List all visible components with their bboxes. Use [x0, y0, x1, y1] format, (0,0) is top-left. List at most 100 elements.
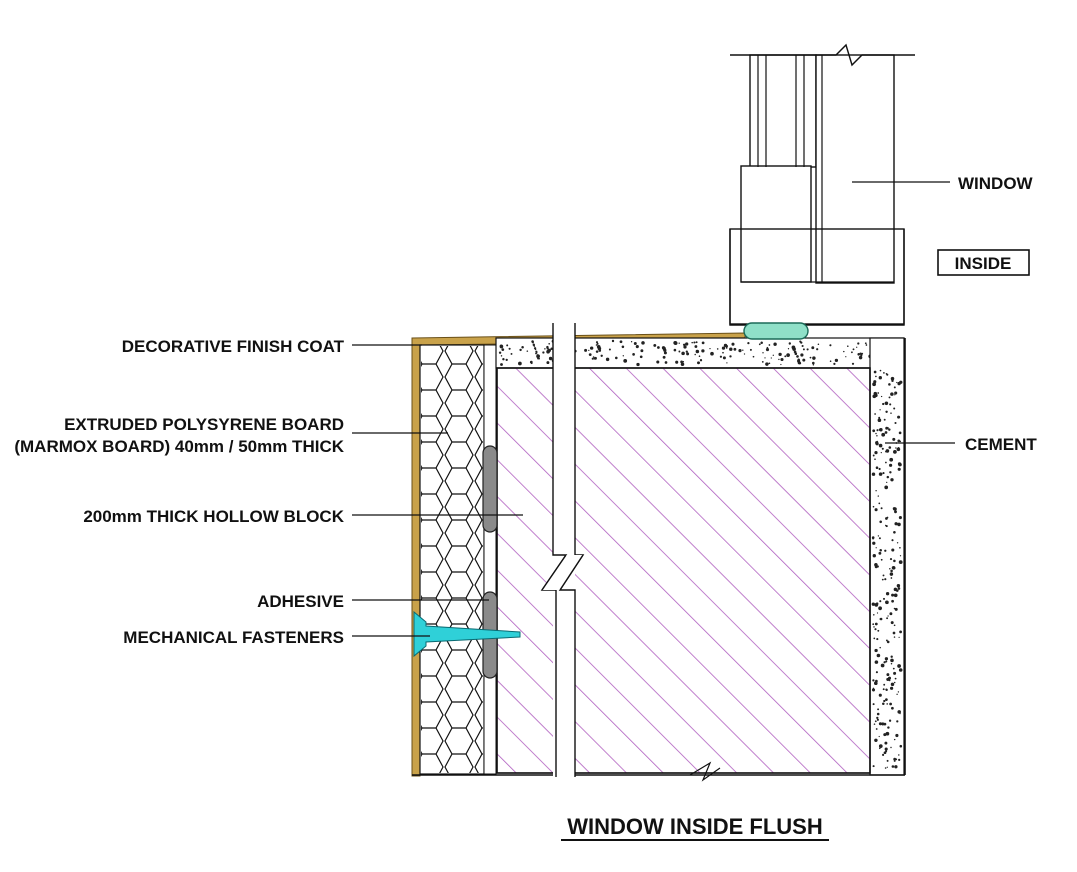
cement-speck: [799, 340, 802, 343]
inside-box: [937, 249, 1030, 276]
cement-speck: [534, 348, 537, 351]
cement-speck: [752, 355, 755, 358]
cement-speck: [886, 516, 889, 519]
cement-speck: [897, 446, 900, 449]
cement-speck: [886, 617, 889, 620]
cement-speck: [891, 548, 895, 552]
cement-speck: [894, 394, 896, 396]
cement-speck: [681, 351, 685, 356]
cement-speck: [678, 342, 680, 344]
cement-speck: [697, 361, 700, 365]
cement-speck: [547, 348, 551, 353]
cement-speck: [872, 394, 877, 399]
cement-speck: [878, 551, 882, 555]
cement-speck: [536, 352, 538, 354]
cement-speck: [872, 623, 875, 626]
cement-speck: [892, 437, 896, 441]
cement-speck: [884, 741, 888, 745]
cement-speck: [710, 351, 714, 356]
cement-speck: [548, 342, 551, 345]
cement-speck: [594, 356, 597, 360]
cement-speck: [893, 407, 896, 410]
cement-speck: [885, 600, 889, 605]
cement-speck: [633, 342, 637, 345]
cement-speck: [896, 693, 898, 696]
cement-speck: [760, 341, 763, 345]
cement-speck: [597, 346, 602, 351]
cement-speck: [891, 706, 894, 710]
cement-speck: [886, 475, 890, 479]
cement-speck: [880, 451, 882, 454]
cement-speck: [875, 432, 877, 435]
cement-speck: [896, 381, 898, 384]
cement-speck: [896, 584, 901, 588]
cement-speck: [878, 472, 883, 476]
cement-speck: [546, 361, 550, 365]
cement-speck: [764, 357, 766, 359]
cement-speck: [858, 355, 863, 360]
cement-speck: [891, 765, 895, 768]
cement-speck: [738, 349, 742, 353]
cement-speck: [897, 664, 901, 668]
cement-speck: [890, 658, 894, 663]
cement-speck: [893, 671, 897, 675]
cement-speck: [608, 348, 611, 351]
cement-speckles-right: [871, 369, 903, 769]
cement-speck: [886, 677, 890, 681]
cement-speck: [881, 432, 886, 437]
cement-speck: [890, 746, 892, 749]
cement-speck: [505, 358, 508, 362]
label-inside: INSIDE: [955, 254, 1012, 273]
cement-speck: [894, 421, 897, 425]
cement-speck: [873, 637, 876, 640]
adhesive-dab: [482, 445, 498, 533]
cement-speck: [605, 357, 610, 362]
cement-speck: [873, 723, 876, 725]
cement-speck: [874, 508, 878, 512]
cement-speck: [664, 361, 668, 364]
cement-speck: [875, 490, 877, 492]
cement-speck: [857, 342, 860, 345]
cement-speck: [874, 648, 878, 653]
cement-speck: [882, 702, 885, 705]
cement-speck: [657, 346, 660, 349]
cement-speck: [878, 744, 883, 748]
cement-speck: [729, 355, 732, 358]
cement-speck: [794, 352, 798, 355]
cement-speck: [694, 345, 698, 348]
cement-speck: [878, 735, 880, 738]
cement-speck: [898, 636, 900, 639]
cement-speck: [876, 712, 880, 716]
cement-speck: [894, 510, 897, 514]
cement-speck: [879, 618, 881, 620]
cement-speck: [761, 361, 764, 363]
cement-speck: [885, 698, 888, 701]
cement-speck: [889, 471, 892, 474]
cement-speck: [874, 660, 879, 664]
cement-speck: [691, 341, 693, 344]
cement-speck: [898, 758, 901, 762]
cement-speck: [893, 681, 896, 684]
cement-speck: [747, 341, 750, 345]
cement-speck: [897, 462, 902, 466]
label-xps-board-line1: EXTRUDED POLYSYRENE BOARD: [64, 415, 344, 434]
cement-speck: [792, 347, 796, 351]
cement-speck: [873, 626, 875, 628]
cement-speck: [895, 447, 897, 449]
cement-speck: [887, 615, 889, 617]
cement-speck: [880, 663, 885, 668]
cement-speck: [780, 357, 784, 362]
label-window: WINDOW: [958, 174, 1034, 193]
cement-speck: [891, 539, 894, 542]
label-xps-board-line2: (MARMOX BOARD) 40mm / 50mm THICK: [14, 437, 344, 456]
cement-speck: [695, 341, 698, 344]
cement-speck: [899, 380, 903, 384]
cement-speck: [872, 679, 875, 682]
cement-speck: [768, 362, 771, 365]
cement-speck: [880, 507, 883, 510]
cement-speck: [885, 426, 889, 430]
cement-speck: [879, 409, 881, 411]
cement-speck: [546, 347, 549, 350]
cement-speck: [801, 344, 804, 348]
